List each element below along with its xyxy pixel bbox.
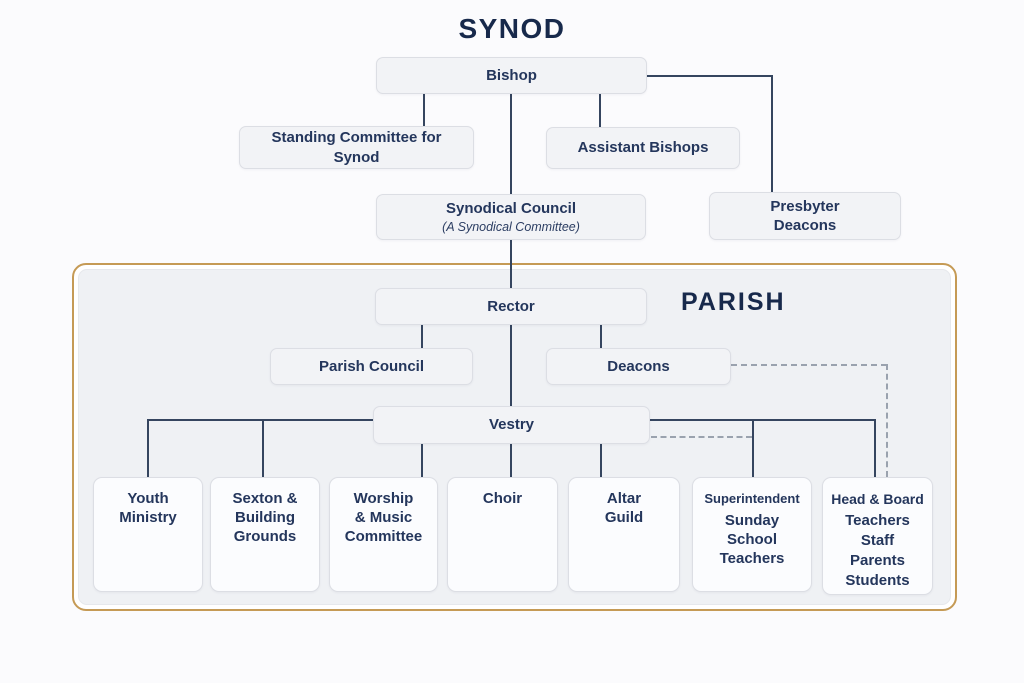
node-head-board-line3: Parents [849,552,906,569]
node-head-board-line1: Teachers [845,512,910,529]
node-worship-line1: Worship [353,490,414,507]
node-sexton-building-grounds: Sexton & Building Grounds [210,477,320,592]
node-standing-committee-line2: Synod [333,148,380,166]
node-rector-label: Rector [487,297,535,315]
edge-vestry-left-bus [147,419,374,421]
edge-vestry-worship [421,444,423,478]
node-presbyter-deacons-line1: Presbyter [770,197,840,215]
node-rector: Rector [375,288,647,325]
node-vestry: Vestry [373,406,650,444]
edge-bishop-presbyter-horizontal [647,75,773,77]
edge-synodical-rector [510,240,512,289]
edge-bishop-assistant-bishops [599,94,601,128]
node-sexton-line3: Grounds [233,528,297,545]
dashed-edge-vestry-superintendent [651,436,752,438]
node-deacons: Deacons [546,348,731,385]
node-synodical-council-subtitle: (A Synodical Committee) [442,220,580,235]
node-vestry-label: Vestry [488,416,535,434]
edge-rector-deacons [600,325,602,349]
node-superintendent-line1: Sunday [724,512,780,529]
dashed-edge-deacons-horizontal [731,364,887,366]
node-sexton-line1: Sexton & [232,490,298,507]
node-worship-line3: Committee [344,528,423,545]
edge-vestry-superintendent [752,419,754,477]
edge-bishop-synodical-council [510,94,512,194]
node-worship-music-committee: Worship & Music Committee [329,477,438,592]
node-superintendent-header: Superintendent [704,491,800,506]
edge-vestry-sexton [262,419,264,478]
node-parish-council: Parish Council [270,348,473,385]
edge-vestry-choir [510,444,512,478]
node-choir: Choir [447,477,558,592]
node-standing-committee: Standing Committee for Synod [239,126,474,169]
node-assistant-bishops-label: Assistant Bishops [577,139,709,157]
node-deacons-label: Deacons [607,357,670,375]
node-synodical-council-label: Synodical Council [445,199,577,217]
node-youth-ministry-line2: Ministry [119,509,177,526]
edge-bishop-standing-committee [423,94,425,127]
node-assistant-bishops: Assistant Bishops [546,127,740,169]
node-superintendent-line3: Teachers [719,550,785,567]
node-altar-guild: Altar Guild [568,477,680,592]
edge-vestry-youth-ministry [147,419,149,478]
node-youth-ministry: Youth Ministry [93,477,203,592]
node-bishop: Bishop [376,57,647,94]
node-presbyter-deacons: Presbyter Deacons [709,192,901,240]
node-choir-label: Choir [482,490,523,507]
node-bishop-label: Bishop [486,66,537,84]
edge-rector-vestry [510,325,512,407]
node-head-board-header: Head & Board [831,491,924,507]
node-youth-ministry-line1: Youth [127,490,169,507]
node-presbyter-deacons-line2: Deacons [773,217,837,234]
node-superintendent-sunday-school: Superintendent Sunday School Teachers [692,477,812,592]
synod-section-title: SYNOD [458,13,566,44]
node-parish-council-label: Parish Council [318,357,425,375]
node-worship-line2: & Music [354,509,413,526]
node-head-board: Head & Board Teachers Staff Parents Stud… [822,477,933,595]
edge-vestry-right-bus [650,419,876,421]
edge-rector-parish-council [421,325,423,349]
edge-vestry-altar-guild [600,444,602,478]
node-head-board-line4: Students [845,572,910,589]
node-superintendent-line2: School [726,531,777,548]
node-sexton-line2: Building [235,509,295,526]
dashed-edge-deacons-head-board [886,364,888,477]
node-synodical-council: Synodical Council (A Synodical Committee… [376,194,646,240]
edge-vestry-head-board [874,419,876,477]
node-altar-guild-line1: Altar [606,490,642,507]
parish-section-title: PARISH [681,288,786,316]
node-head-board-line2: Staff [860,532,895,549]
edge-bishop-presbyter-vertical [771,75,773,192]
node-altar-guild-line2: Guild [604,509,644,526]
node-standing-committee-line1: Standing Committee for [271,129,442,146]
